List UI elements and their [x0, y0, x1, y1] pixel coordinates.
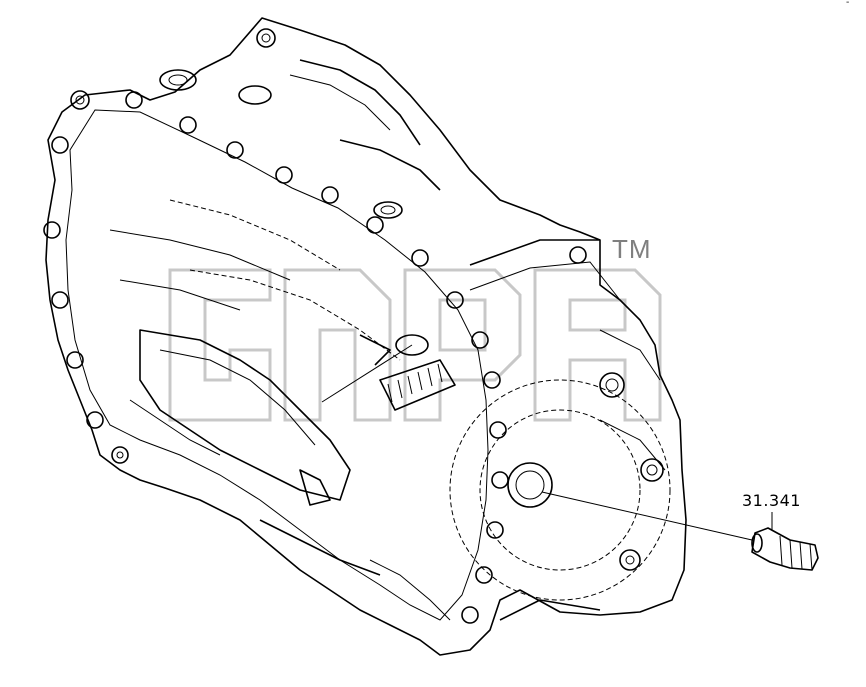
corner-mark: - — [846, 0, 850, 8]
trademark-symbol: TM — [612, 234, 652, 264]
part-number-label: 31.341 — [742, 491, 801, 510]
transmission-housing-drawing — [43, 17, 687, 656]
threaded-plug-sensor-drawing — [541, 491, 819, 571]
brand-watermark-logo — [168, 268, 662, 422]
